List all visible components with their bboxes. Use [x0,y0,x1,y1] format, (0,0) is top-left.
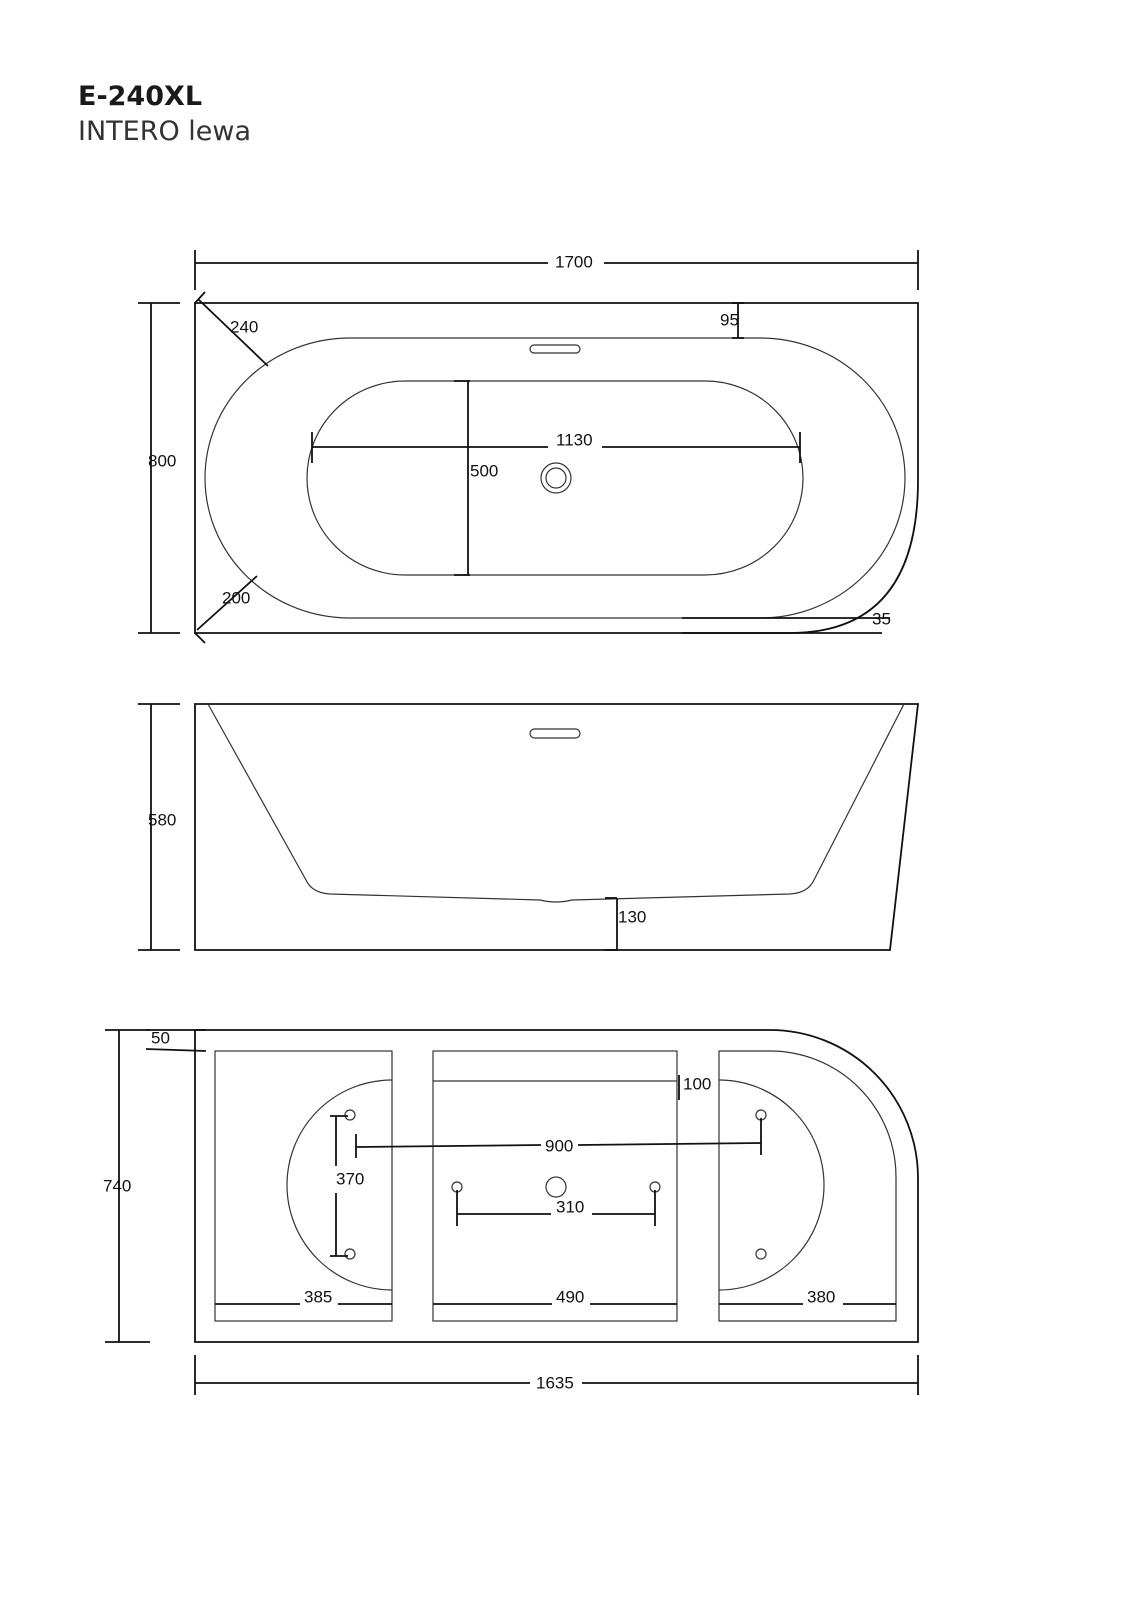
dim-base-height: 130 [618,907,646,926]
panel-left-arc [286,1079,393,1291]
base-view-outline [194,1029,919,1343]
dim-overall-length: 1700 [555,252,593,271]
dim-rim-top: 95 [720,310,739,329]
dim-base-overall-length: 1635 [536,1373,574,1392]
overflow-icon [529,344,581,354]
drain-icon [540,462,572,494]
dim-panel-offset: 100 [683,1074,711,1093]
dim-depth: 740 [103,1176,131,1195]
dim-feet-spacing-long: 900 [545,1136,573,1155]
drain-inner-icon [545,467,567,489]
panel-right [718,1050,897,1322]
basin-oval [306,380,804,576]
model-variant: INTERO lewa [78,116,252,147]
dim-inner-width: 500 [470,461,498,480]
panel-center [432,1050,678,1322]
foot-right-bottom-icon [755,1248,767,1260]
dim-corner-top-left: 240 [230,317,258,336]
title-block: E-240XL INTERO lewa [78,80,251,150]
dim-inner-length: 1130 [556,430,593,449]
model-name: E-240XL [78,81,203,112]
dim-top-margin: 50 [151,1028,170,1047]
dim-panel-center: 490 [556,1287,584,1306]
basin-profile [207,703,905,903]
foot-left-bottom-icon [344,1248,356,1260]
dim-height: 580 [148,810,176,829]
dim-panel-right: 380 [807,1287,835,1306]
drain-base-icon [545,1176,567,1198]
side-view: 580 130 [138,703,920,951]
top-view: 1700 800 240 200 95 1130 500 35 [138,250,919,644]
dim-offset-bottom-right: 35 [872,609,891,628]
panel-right-arc [718,1079,825,1291]
foot-left-top-icon [344,1109,356,1121]
dim-feet-spacing-center: 310 [556,1197,584,1216]
panel-left [214,1050,393,1322]
overflow-icon-side [529,728,581,739]
base-view: 50 740 100 900 370 310 385 490 [103,1028,919,1395]
side-view-outline [194,703,920,951]
rim-oval [204,337,906,619]
dim-panel-left: 385 [304,1287,332,1306]
dim-corner-bottom-left: 200 [222,588,250,607]
dim-feet-spacing-left: 370 [336,1169,364,1188]
dim-overall-width: 800 [148,451,176,470]
